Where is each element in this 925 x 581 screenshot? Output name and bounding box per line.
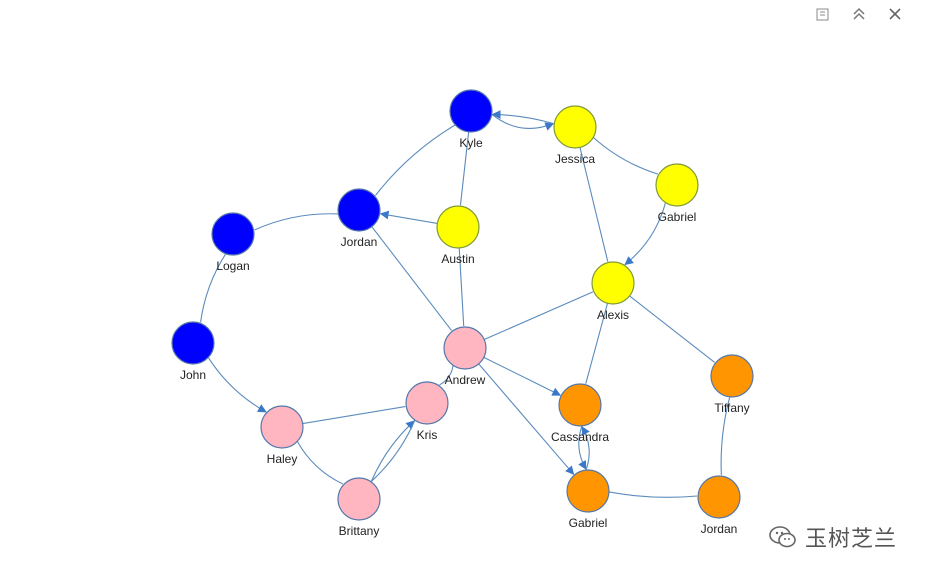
node-label-kyle: Kyle: [459, 136, 483, 150]
node-circle-jordan_o[interactable]: [697, 475, 741, 519]
edge-andrew-kris: [439, 365, 454, 386]
watermark: 玉树芝兰: [769, 521, 897, 553]
node-austin[interactable]: Austin: [436, 205, 480, 266]
export-icon[interactable]: [807, 4, 839, 24]
node-circle-cassandra[interactable]: [558, 383, 602, 427]
edge-gabriel_o-jordan_o: [608, 491, 698, 498]
edge-kyle-jordan_b: [375, 124, 456, 196]
edge-haley-kris: [302, 406, 406, 425]
edge-andrew-cassandra: [483, 356, 562, 396]
edge-haley-brittany: [296, 441, 344, 485]
edge-jordan_b-andrew: [371, 226, 453, 331]
node-label-kris: Kris: [417, 428, 438, 442]
edge-alexis-cassandra: [585, 303, 609, 384]
node-circle-jessica[interactable]: [553, 105, 597, 149]
edge-gabriel_y-alexis: [624, 202, 667, 266]
node-label-cassandra: Cassandra: [551, 430, 609, 444]
node-label-brittany: Brittany: [339, 524, 380, 538]
node-circle-kyle[interactable]: [449, 89, 493, 133]
node-circle-tiffany[interactable]: [710, 354, 754, 398]
node-gabriel_o[interactable]: Gabriel: [566, 469, 610, 530]
node-label-jordan_b: Jordan: [341, 235, 378, 249]
watermark-text: 玉树芝兰: [804, 527, 897, 552]
node-haley[interactable]: Haley: [260, 405, 304, 466]
node-label-john: John: [180, 368, 206, 382]
node-circle-austin[interactable]: [436, 205, 480, 249]
window-toolbar: [807, 4, 911, 24]
node-label-tiffany: Tiffany: [714, 401, 749, 415]
node-label-austin: Austin: [441, 252, 474, 266]
edge-jessica-gabriel_y: [592, 136, 659, 175]
node-cassandra[interactable]: Cassandra: [551, 383, 609, 444]
node-john[interactable]: John: [171, 321, 215, 382]
node-circle-alexis[interactable]: [591, 261, 635, 305]
edge-jordan_b-logan: [254, 213, 339, 231]
edge-logan-john: [200, 253, 227, 323]
edges-layer: [200, 110, 731, 498]
wechat-icon: [769, 526, 796, 548]
node-label-haley: Haley: [267, 452, 298, 466]
node-circle-kris[interactable]: [405, 381, 449, 425]
collapse-icon[interactable]: [843, 4, 875, 24]
node-brittany[interactable]: Brittany: [337, 477, 381, 538]
edge-tiffany-jordan_o: [720, 396, 731, 476]
edge-john-haley: [207, 357, 267, 413]
node-circle-logan[interactable]: [211, 212, 255, 256]
nodes-layer: KyleJessicaGabrielJordanAustinLoganAlexi…: [171, 89, 754, 538]
edge-kris-brittany: [371, 419, 416, 482]
node-label-andrew: Andrew: [445, 373, 486, 387]
node-kris[interactable]: Kris: [405, 381, 449, 442]
node-jordan_b[interactable]: Jordan: [337, 188, 381, 249]
node-circle-jordan_b[interactable]: [337, 188, 381, 232]
node-label-logan: Logan: [216, 259, 249, 273]
node-label-gabriel_y: Gabriel: [658, 210, 697, 224]
edge-austin-andrew: [458, 247, 465, 327]
edge-jessica-kyle: [491, 110, 555, 125]
edge-austin-jordan_b: [379, 210, 438, 224]
node-circle-brittany[interactable]: [337, 477, 381, 521]
node-circle-gabriel_o[interactable]: [566, 469, 610, 513]
edge-andrew-gabriel_o: [478, 363, 575, 475]
close-icon[interactable]: [879, 4, 911, 24]
node-kyle[interactable]: Kyle: [449, 89, 493, 150]
edge-kyle-austin: [459, 131, 470, 206]
node-andrew[interactable]: Andrew: [443, 326, 487, 387]
node-label-alexis: Alexis: [597, 308, 629, 322]
edge-gabriel_o-cassandra: [581, 426, 590, 471]
node-circle-john[interactable]: [171, 321, 215, 365]
edge-cassandra-gabriel_o: [578, 425, 587, 470]
node-label-jordan_o: Jordan: [701, 522, 738, 536]
node-label-jessica: Jessica: [555, 152, 595, 166]
node-circle-andrew[interactable]: [443, 326, 487, 370]
node-label-gabriel_o: Gabriel: [569, 516, 608, 530]
node-jordan_o[interactable]: Jordan: [697, 475, 741, 536]
node-circle-gabriel_y[interactable]: [655, 163, 699, 207]
edge-jessica-alexis: [579, 147, 609, 262]
edge-andrew-alexis: [484, 291, 594, 341]
node-circle-haley[interactable]: [260, 405, 304, 449]
node-alexis[interactable]: Alexis: [591, 261, 635, 322]
edge-brittany-kris: [370, 420, 415, 483]
node-gabriel_y[interactable]: Gabriel: [655, 163, 699, 224]
node-tiffany[interactable]: Tiffany: [710, 354, 754, 415]
node-jessica[interactable]: Jessica: [553, 105, 597, 166]
edge-alexis-tiffany: [629, 295, 716, 363]
node-logan[interactable]: Logan: [211, 212, 255, 273]
